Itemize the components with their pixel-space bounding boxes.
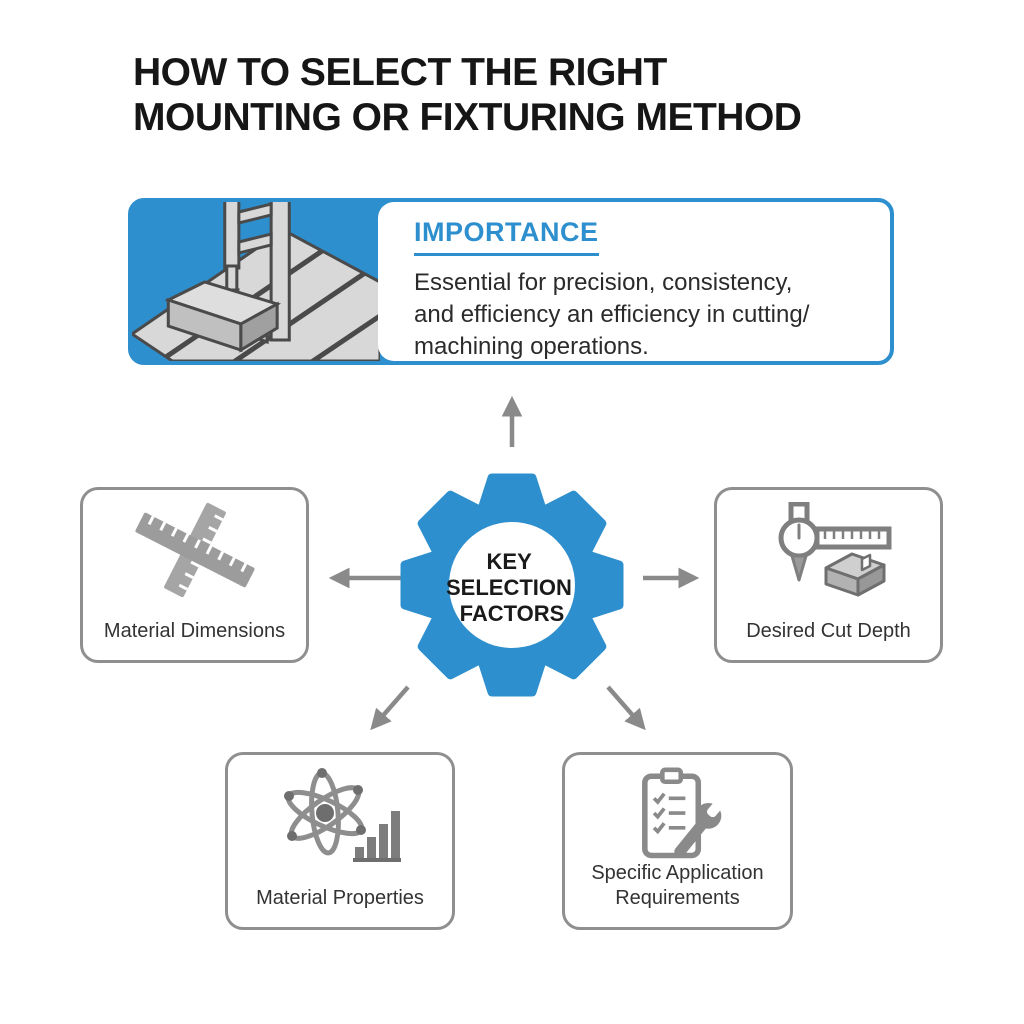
factor-label: Material Dimensions (103, 620, 286, 642)
gear-icon (400, 473, 624, 697)
importance-body-line: Essential for precision, consistency, (414, 269, 793, 296)
page-title: HOW TO SELECT THE RIGHT MOUNTING OR FIXT… (133, 50, 802, 140)
importance-banner: IMPORTANCE Essential for precision, cons… (128, 198, 894, 365)
clipboard-wrench-icon (641, 767, 723, 859)
atom-bar-chart-icon (284, 768, 401, 862)
title-line-1: HOW TO SELECT THE RIGHT (133, 51, 667, 94)
depth-gauge-icon (778, 502, 891, 597)
factor-label: Material Properties (256, 887, 424, 909)
factor-box-material-dimensions: Material Dimensions (80, 487, 309, 663)
key-selection-factors-gear: KEY SELECTION FACTORS (400, 473, 624, 697)
factor-box-material-properties: Material Properties (225, 752, 455, 930)
factor-box-desired-cut-depth: Desired Cut Depth (714, 487, 943, 663)
factor-label: Specific Application Requirements (591, 862, 764, 909)
importance-body: Essential for precision, consistency, an… (414, 267, 872, 361)
factor-box-specific-application-requirements: Specific Application Requirements (562, 752, 793, 930)
crossed-rulers-icon (134, 502, 255, 598)
title-line-2: MOUNTING OR FIXTURING METHOD (133, 96, 802, 139)
factor-label: Desired Cut Depth (746, 620, 911, 642)
arrow-down-right (606, 685, 646, 731)
importance-heading: IMPORTANCE (414, 217, 599, 256)
importance-body-line: machining operations. (414, 333, 649, 360)
hub-label: KEY SELECTION FACTORS (446, 549, 578, 626)
importance-body-line: and efficiency an efficiency in cutting/ (414, 301, 810, 328)
importance-content: IMPORTANCE Essential for precision, cons… (378, 202, 890, 361)
cnc-machine-illustration (132, 202, 380, 361)
arrow-down-left (370, 685, 410, 731)
